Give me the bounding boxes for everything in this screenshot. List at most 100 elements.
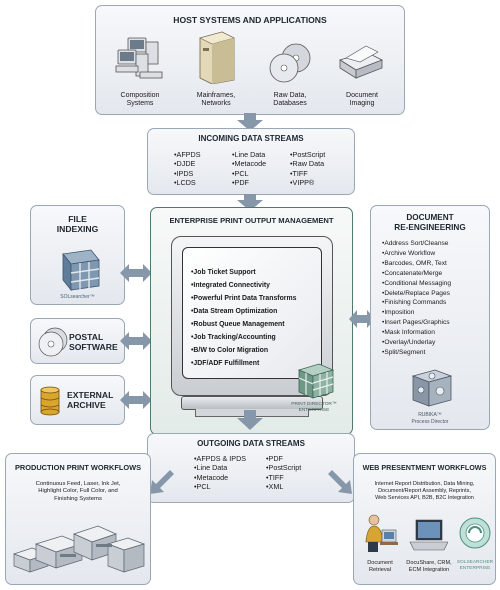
- stream-item: TIFF: [266, 473, 301, 482]
- enterprise-print-title: ENTERPRISE PRINT OUTPUT MANAGEMENT: [169, 216, 334, 225]
- rubika-cube-icon: [405, 364, 457, 410]
- outgoing-col-1: AFPDS & IPDS Line Data Metacode PCL: [194, 454, 247, 492]
- file-indexing-panel: FILE INDEXING SOLsearcher™: [30, 205, 125, 305]
- reengineering-item: Split/Segment: [382, 348, 451, 358]
- outgoing-streams-title: OUTGOING DATA STREAMS: [197, 439, 305, 448]
- computers-icon: [114, 36, 166, 84]
- reengineering-item: Conditional Messaging: [382, 279, 451, 289]
- stream-item: XML: [266, 482, 301, 491]
- external-archive-title: EXTERNAL ARCHIVE: [67, 390, 114, 410]
- stream-item: AFPDS & IPDS: [194, 454, 247, 463]
- rubika-label: RUBIKA™: [418, 412, 442, 418]
- feature-item: Integrated Connectivity: [191, 279, 296, 292]
- printing-systems-icon: [12, 514, 146, 580]
- postal-software-title: POSTAL SOFTWARE: [69, 332, 118, 352]
- host-item-label: Document Imaging: [346, 92, 378, 107]
- reengineering-item: Finishing Commands: [382, 298, 451, 308]
- reengineering-item: Mask Information: [382, 328, 451, 338]
- web-item-label: SOLSEARCHER ENTERPRISE: [456, 560, 494, 571]
- production-print-description: Continuous Feed, Laser, Ink Jet, Highlig…: [35, 481, 121, 502]
- stream-item: TIFF: [290, 169, 325, 178]
- incoming-col-1: AFPDS DJDE IPDS LCDS: [174, 150, 201, 188]
- enterprise-feature-list: Job Ticket Support Integrated Connectivi…: [191, 266, 296, 370]
- solsearcher-sphere-icon: [458, 516, 492, 550]
- host-item-label: Raw Data, Databases: [273, 92, 307, 107]
- print-director-label: PRINT DIRECTOR™ ENTERPRISE: [291, 402, 337, 413]
- outgoing-col-2: PDF PostScript TIFF XML: [266, 454, 302, 492]
- incoming-streams-panel: INCOMING DATA STREAMS AFPDS DJDE IPDS LC…: [147, 128, 355, 195]
- bidirectional-arrow: [120, 391, 152, 409]
- incoming-col-3: PostScript Raw Data TIFF VIPP®: [290, 150, 326, 188]
- reengineering-list: Address Sort/Cleanse Archive Workflow Ba…: [382, 239, 451, 358]
- discs-icon: [268, 42, 312, 84]
- reengineering-item: Overlay/Underlay: [382, 338, 451, 348]
- external-archive-panel: EXTERNAL ARCHIVE: [30, 375, 125, 425]
- host-item-label: Mainframes, Networks: [196, 92, 236, 107]
- feature-item: Job Ticket Support: [191, 266, 296, 279]
- flow-arrow-down-left: [148, 470, 174, 496]
- document-reengineering-title: DOCUMENT RE-ENGINEERING: [394, 213, 466, 232]
- stream-item: PCL: [232, 169, 266, 178]
- incoming-streams-title: INCOMING DATA STREAMS: [198, 134, 304, 143]
- incoming-col-2: Line Data Metacode PCL PDF: [232, 150, 267, 188]
- mainframe-icon: [196, 30, 236, 85]
- flow-arrow-down: [236, 194, 264, 211]
- document-reengineering-panel: DOCUMENT RE-ENGINEERING Address Sort/Cle…: [370, 205, 490, 430]
- person-at-desk-icon: [362, 512, 398, 554]
- reengineering-item: Archive Workflow: [382, 249, 451, 259]
- reengineering-item: Delete/Replace Pages: [382, 289, 451, 299]
- feature-item: Robust Queue Management: [191, 318, 296, 331]
- web-presentment-description: Internet Report Distribution, Data Minin…: [374, 481, 475, 501]
- postal-software-panel: POSTAL SOFTWARE: [30, 318, 125, 364]
- feature-item: Data Stream Optimization: [191, 305, 296, 318]
- stream-item: Metacode: [194, 473, 246, 482]
- reengineering-item: Barcodes, OMR, Text: [382, 259, 451, 269]
- stream-item: PostScript: [290, 150, 326, 159]
- stream-item: VIPP®: [290, 178, 325, 187]
- flow-arrow-down-right: [328, 470, 354, 496]
- host-item-label: Composition Systems: [120, 92, 160, 107]
- stream-item: Metacode: [232, 159, 267, 168]
- stream-item: AFPDS: [174, 150, 201, 159]
- feature-item: JDF/ADF Fulfillment: [191, 357, 296, 370]
- stream-item: PDF: [232, 178, 266, 187]
- reengineering-item: Address Sort/Cleanse: [382, 239, 451, 249]
- reengineering-item: Insert Pages/Graphics: [382, 318, 451, 328]
- laptop-icon: [408, 518, 449, 552]
- stream-item: DJDE: [174, 159, 201, 168]
- production-print-title: PRODUCTION PRINT WORKFLOWS: [14, 463, 142, 472]
- web-presentment-panel: WEB PRESENTMENT WORKFLOWS Internet Repor…: [353, 453, 496, 585]
- feature-item: Powerful Print Data Transforms: [191, 292, 296, 305]
- web-item-label: Document Retrieval: [367, 560, 393, 573]
- production-print-panel: PRODUCTION PRINT WORKFLOWS Continuous Fe…: [5, 453, 151, 585]
- bidirectional-arrow: [349, 310, 375, 328]
- database-icon: [39, 386, 61, 416]
- feature-item: Job Tracking/Accounting: [191, 331, 296, 344]
- reengineering-item: Imposition: [382, 308, 451, 318]
- flow-arrow-down: [236, 410, 264, 430]
- bidirectional-arrow: [120, 332, 152, 350]
- stream-item: PCL: [194, 482, 246, 491]
- rubika-sublabel: Process Director: [411, 419, 449, 425]
- stream-item: PDF: [266, 454, 301, 463]
- host-systems-title: HOST SYSTEMS AND APPLICATIONS: [173, 15, 327, 25]
- outgoing-streams-panel: OUTGOING DATA STREAMS AFPDS & IPDS Line …: [147, 433, 355, 503]
- cube-grid-icon: [53, 246, 103, 292]
- host-systems-panel: HOST SYSTEMS AND APPLICATIONS Compositio…: [95, 5, 405, 115]
- bidirectional-arrow: [120, 264, 152, 282]
- flow-arrow-down: [236, 113, 264, 131]
- stream-item: PostScript: [266, 463, 302, 472]
- web-presentment-title: WEB PRESENTMENT WORKFLOWS: [362, 463, 487, 472]
- web-item-label: DocuShare, CRM, ECM Integration: [406, 560, 452, 573]
- print-director-cube-icon: [293, 360, 337, 400]
- stream-item: Raw Data: [290, 159, 325, 168]
- file-indexing-caption: SOLsearcher™: [60, 294, 95, 300]
- scanner-icon: [336, 42, 384, 82]
- file-indexing-title: FILE INDEXING: [56, 214, 99, 234]
- reengineering-item: Concatenate/Merge: [382, 269, 451, 279]
- feature-item: B/W to Color Migration: [191, 344, 296, 357]
- stream-item: IPDS: [174, 169, 201, 178]
- stream-item: Line Data: [232, 150, 266, 159]
- stream-item: LCDS: [174, 178, 201, 187]
- cd-icon: [37, 326, 69, 358]
